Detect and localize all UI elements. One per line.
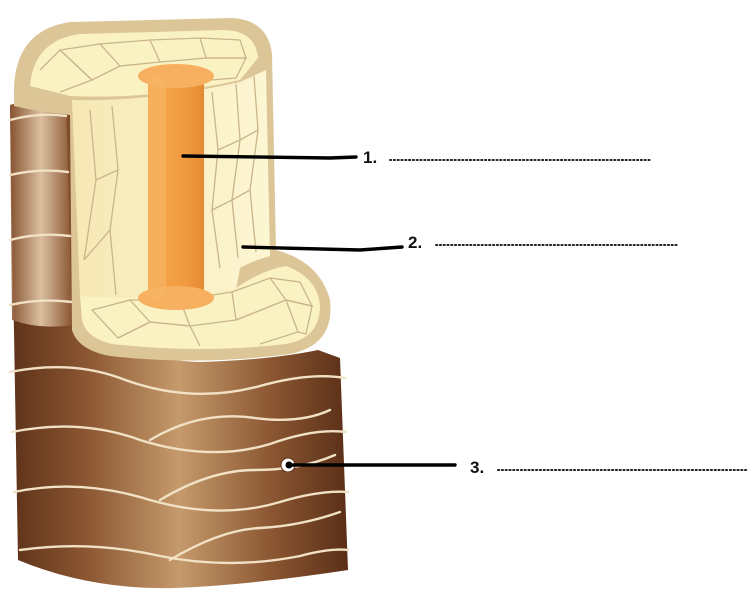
leader-line-1	[183, 156, 356, 158]
label-3: 3.	[470, 458, 748, 477]
label-1-number: 1.	[363, 148, 377, 167]
label-3-number: 3.	[470, 458, 484, 477]
label-2: 2.	[408, 233, 678, 252]
label-2-number: 2.	[408, 233, 422, 252]
label-1: 1.	[363, 148, 652, 167]
vascular-core	[138, 64, 214, 310]
